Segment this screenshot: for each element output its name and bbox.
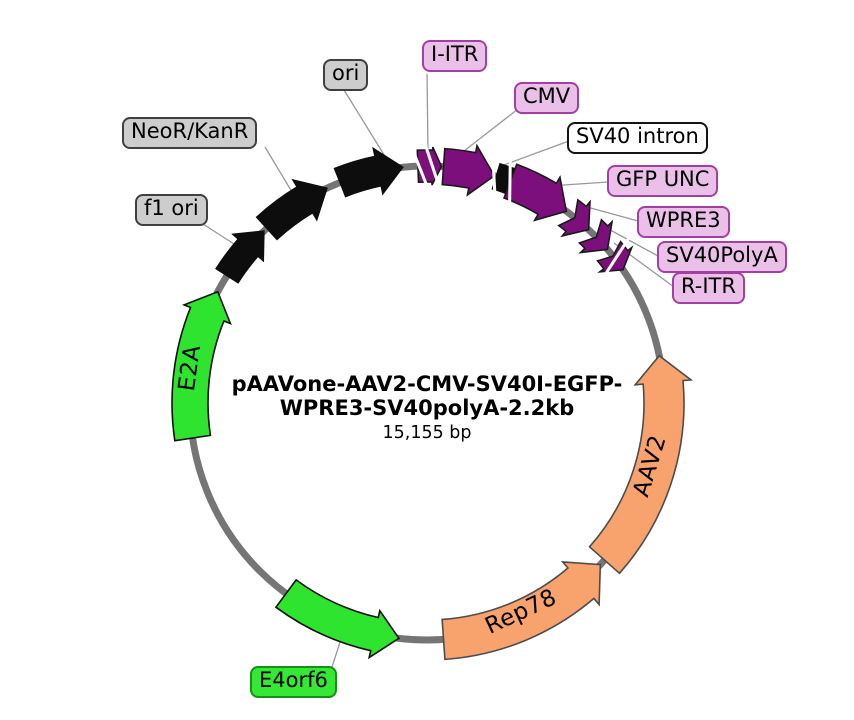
callout-line-neor-kanr	[264, 146, 296, 198]
label-i-itr: I-ITR	[422, 40, 488, 72]
label-gfp-unc: GFP UNC	[607, 165, 719, 197]
feature-ori-arrow	[333, 146, 404, 198]
label-e2a: E2A	[173, 343, 207, 393]
label-ori: ori	[323, 59, 369, 91]
feature-gfp-unc-arrow	[503, 163, 568, 222]
label-sv40-intron: SV40 intron	[567, 122, 708, 154]
plasmid-name-line2: WPRE3-SV40polyA-2.2kb	[279, 396, 575, 421]
feature-e2a-arrow	[171, 290, 232, 442]
label-e4orf6: E4orf6	[250, 666, 337, 698]
feature-sv40polya-arrow	[577, 218, 614, 254]
label-aav2: AAV2	[628, 432, 672, 500]
feature-cmv-arrow	[441, 143, 496, 197]
feature-rep78-arrow	[441, 560, 602, 661]
feature-neor-kanr-arrow	[255, 178, 328, 241]
label-r-itr: R-ITR	[672, 272, 745, 304]
callout-line-ori	[343, 89, 387, 159]
callout-line-sv40polya	[602, 225, 659, 257]
callout-line-i-itr	[426, 73, 429, 151]
slash-mark-5	[600, 237, 630, 281]
label-cmv: CMV	[514, 82, 580, 114]
slash-mark-1	[408, 142, 430, 190]
callout-line-sv40-intron	[500, 140, 570, 167]
label-neor-kanr: NeoR/KanR	[122, 117, 258, 149]
slash-mark-3	[491, 151, 497, 201]
feature-aav2-arrow	[588, 354, 694, 575]
plasmid-size: 15,155 bp	[382, 423, 472, 444]
label-f1-ori: f1 ori	[135, 194, 208, 226]
feature-wpre3-arrow	[557, 198, 591, 238]
plasmid-name-line1: pAAVone-AAV2-CMV-SV40I-EGFP-	[231, 372, 623, 396]
feature-e4orf6-arrow	[274, 578, 401, 660]
callout-line-wpre3	[586, 206, 639, 222]
callout-line-cmv	[463, 108, 519, 152]
label-sv40polya: SV40PolyA	[657, 241, 787, 273]
label-rep78: Rep78	[481, 584, 561, 640]
slash-mark-4	[508, 156, 512, 206]
callout-line-f1-ori	[202, 223, 235, 245]
label-wpre3: WPRE3	[637, 206, 730, 238]
slash-mark-2	[423, 142, 442, 190]
feature-f1-ori-arrow	[215, 230, 265, 284]
plasmid-title-block: pAAVone-AAV2-CMV-SV40I-EGFP- WPRE3-SV40p…	[232, 372, 623, 443]
